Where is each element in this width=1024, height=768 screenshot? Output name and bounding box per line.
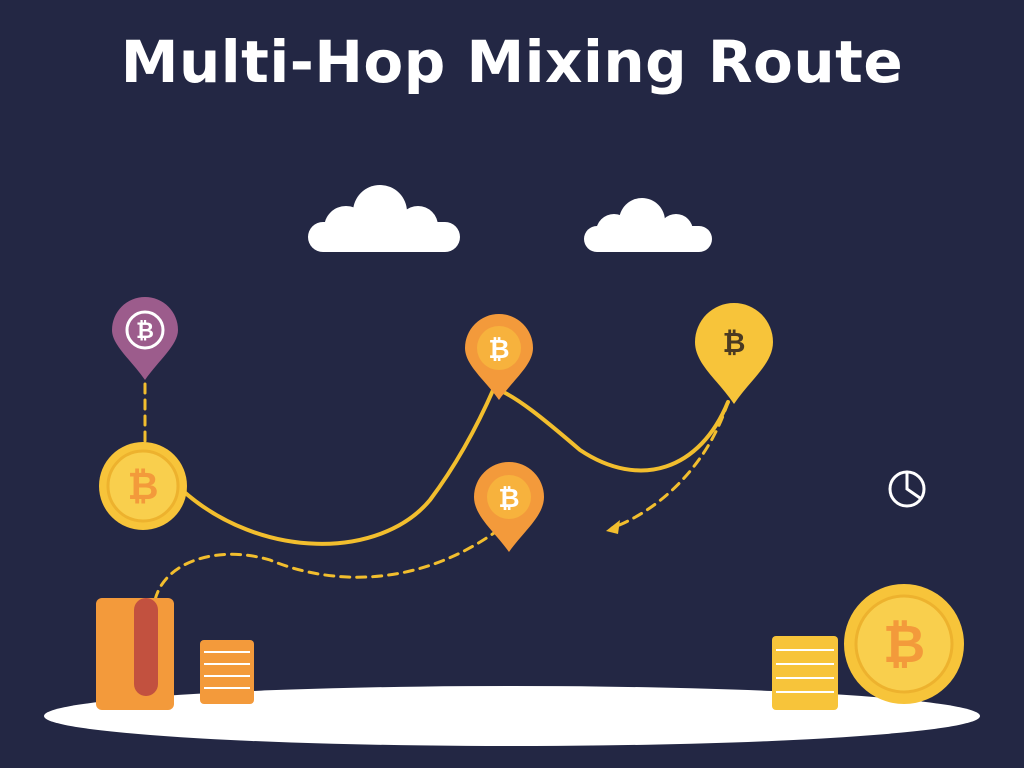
bitcoin-pin-icon: ₿	[465, 314, 533, 400]
bitcoin-coin-icon: ₿	[99, 442, 187, 530]
mixing-route-path	[180, 385, 730, 546]
coin-stack-icon	[772, 636, 838, 710]
cloud-icon	[308, 185, 460, 252]
timer-icon	[888, 470, 926, 508]
wallet-icon	[96, 598, 174, 710]
bitcoin-symbol: ₿	[723, 326, 746, 359]
dashed-wallet-path	[153, 523, 507, 602]
bitcoin-symbol: ₿	[883, 615, 925, 675]
bitcoin-symbol: ₿	[136, 319, 154, 344]
ground-platform	[44, 686, 980, 746]
cloud-icon	[584, 198, 712, 252]
bitcoin-pin-icon: ₿	[474, 462, 544, 552]
bitcoin-symbol: ₿	[498, 484, 519, 514]
diagram-title: Multi-Hop Mixing Route	[120, 28, 904, 96]
bitcoin-coin-icon: ₿	[844, 584, 964, 704]
arrowhead-icon	[606, 520, 620, 534]
bitcoin-symbol: ₿	[488, 335, 509, 365]
bitcoin-pin-icon: ₿	[695, 303, 773, 404]
coin-stack-icon	[200, 640, 254, 704]
bitcoin-pin-icon: ₿	[112, 297, 178, 380]
bitcoin-symbol: ₿	[128, 464, 159, 508]
dashed-return-path	[610, 400, 730, 530]
